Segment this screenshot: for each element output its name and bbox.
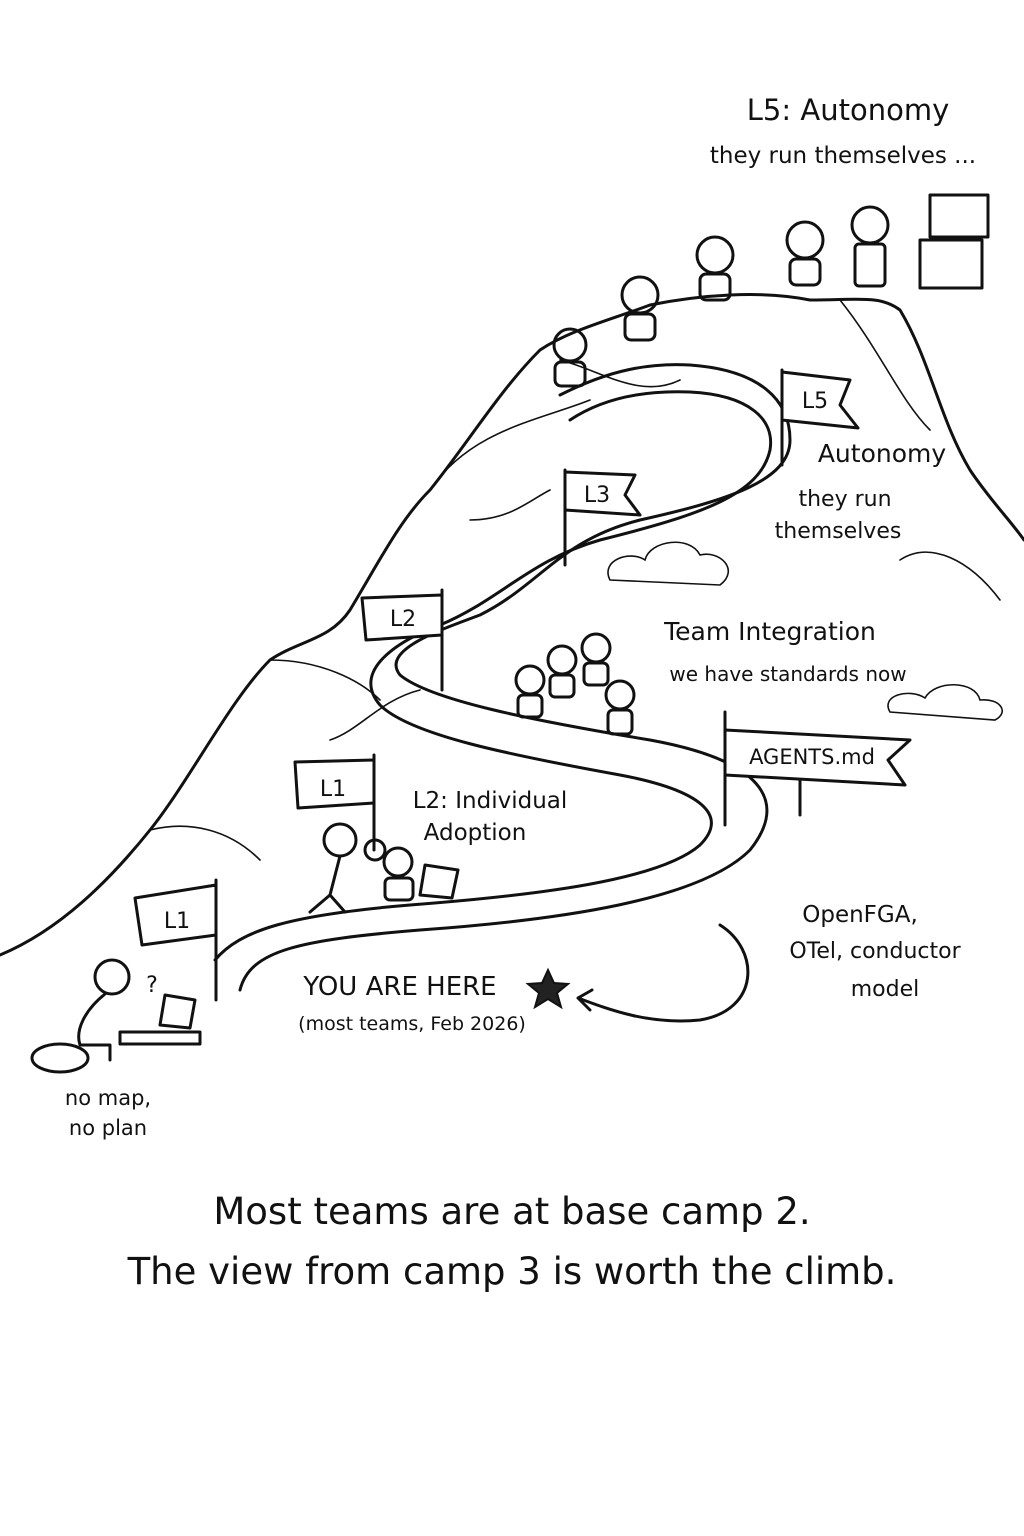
summit-robots	[552, 193, 990, 388]
autonomy-sub-1: they run	[798, 487, 891, 512]
flag-l1-lower-label: L1	[164, 909, 190, 934]
individual-label-2: Adoption	[424, 820, 527, 846]
tools-label-2: OTel, conductor	[789, 939, 961, 964]
lone-person	[30, 958, 202, 1074]
cloud-icon	[607, 541, 729, 586]
no-plan-label: no plan	[69, 1116, 147, 1140]
autonomy-label: Autonomy	[818, 439, 947, 468]
summit-title: L5: Autonomy	[747, 93, 949, 127]
flag-l2: L2	[360, 588, 444, 692]
flag-l3: L3	[563, 468, 642, 567]
tools-label-1: OpenFGA,	[802, 902, 918, 928]
you-are-here-label: YOU ARE HERE	[302, 972, 496, 1002]
team-integration-label: Team Integration	[663, 617, 876, 646]
individual-label-1: L2: Individual	[413, 788, 568, 814]
mountain-outline	[0, 293, 1024, 957]
cloud-icon	[887, 683, 1003, 721]
agents-md-label: AGENTS.md	[749, 745, 875, 769]
no-map-label: no map,	[65, 1086, 151, 1110]
flag-l1-upper-label: L1	[320, 777, 346, 802]
curved-arrow	[576, 923, 750, 1023]
flag-l2-label: L2	[390, 607, 416, 632]
tools-label-3: model	[851, 977, 920, 1002]
laptop-icon	[158, 993, 197, 1030]
question-mark: ?	[146, 973, 158, 998]
star-icon	[525, 967, 571, 1010]
flag-l5: L5	[780, 368, 860, 467]
team-robots	[514, 632, 636, 736]
you-are-here-sub: (most teams, Feb 2026)	[298, 1013, 526, 1035]
flag-l5-label: L5	[802, 389, 828, 414]
team-integration-sub: we have standards now	[669, 662, 906, 686]
trail-edge-inner	[213, 390, 773, 962]
flag-l1-upper: L1	[293, 753, 376, 852]
summit-subtitle: they run themselves ...	[710, 143, 976, 169]
caption-line-1: Most teams are at base camp 2.	[213, 1190, 811, 1233]
agents-md-banner: AGENTS.md	[723, 710, 912, 827]
flag-l1-lower: L1	[133, 878, 218, 1002]
mountain-ridge	[149, 299, 1001, 861]
caption-line-2: The view from camp 3 is worth the climb.	[127, 1250, 897, 1293]
magnifier-icon	[363, 838, 387, 862]
individual-adopters	[308, 822, 460, 914]
laptop-icon	[418, 863, 460, 900]
flag-l3-label: L3	[584, 483, 610, 508]
autonomy-sub-2: themselves	[775, 519, 902, 544]
